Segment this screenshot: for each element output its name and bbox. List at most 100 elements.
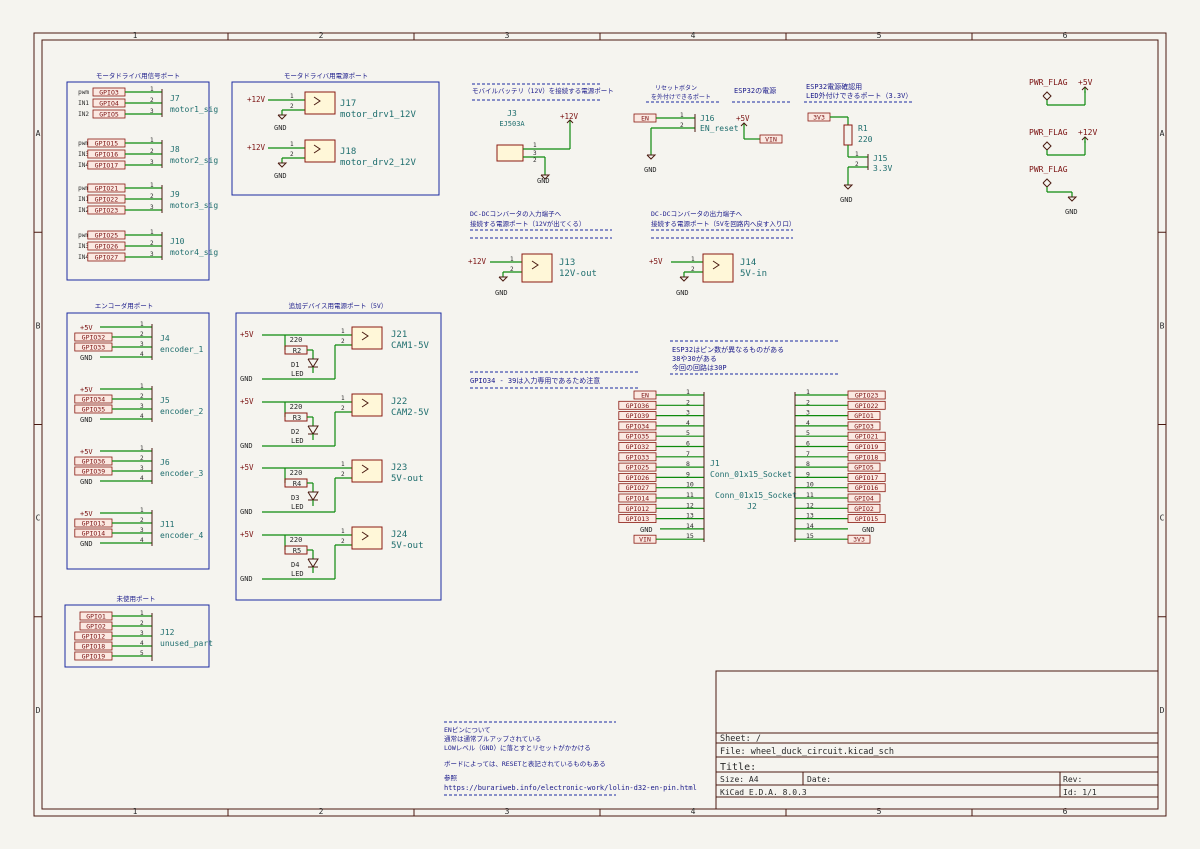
pin-number: 2 xyxy=(140,620,144,627)
group-box-encoder xyxy=(66,312,210,570)
net-label-text: GPIO1 xyxy=(86,613,106,621)
row-letter: A xyxy=(1160,129,1165,138)
motor-sig-value: motor3_sig xyxy=(170,201,218,210)
aux-ref: J24 xyxy=(391,530,407,540)
pin-number: 9 xyxy=(806,470,810,478)
dcdc-in-connector xyxy=(521,253,553,283)
pwr-flag-symbol xyxy=(1042,141,1052,151)
net-label-text: GPIO12 xyxy=(82,633,106,641)
motor-pwr-gnd: GND xyxy=(274,124,287,132)
group-title-motor-sig: モータドライバ用信号ポート xyxy=(96,71,180,80)
unused-net: GPIO18 xyxy=(74,641,113,651)
net-label-text: GPIO3 xyxy=(99,89,119,97)
motor-sig-net: GPIO17 xyxy=(87,160,126,170)
pin-number: 3 xyxy=(140,465,144,472)
resistor-ref: R3 xyxy=(293,414,301,422)
pin-number: 2 xyxy=(686,398,690,406)
motor-sig-pin-name: IN2 xyxy=(78,207,89,214)
dcdc-in-value: 12V-out xyxy=(559,269,597,279)
aux-gnd-net: GND xyxy=(240,575,253,583)
group-box-motor-pwr xyxy=(231,81,440,196)
led-ref: D3 xyxy=(291,494,299,502)
pin-number: 3 xyxy=(150,159,154,166)
pin-number: 8 xyxy=(806,460,810,468)
led-value: LED xyxy=(291,370,304,378)
pin-number: 2 xyxy=(140,331,144,338)
pin-number: 1 xyxy=(150,137,154,144)
battery-gnd: GND xyxy=(537,177,550,185)
resistor-ref: R2 xyxy=(293,347,301,355)
unused-net: GPIO19 xyxy=(74,651,113,661)
aux-ref: J21 xyxy=(391,330,407,340)
pin-number: 2 xyxy=(691,266,695,273)
motor-sig-net: GPIO23 xyxy=(87,205,126,215)
encoder-value: encoder_3 xyxy=(160,469,204,478)
j2-net: GPIO22 xyxy=(847,400,886,410)
pin-number: 2 xyxy=(140,393,144,400)
led-symbol xyxy=(307,558,319,568)
pin-number: 4 xyxy=(140,413,144,420)
row-letter: C xyxy=(1160,514,1165,523)
pin-number: 8 xyxy=(686,460,690,468)
pin-number: 13 xyxy=(806,512,814,520)
led-value: LED xyxy=(291,437,304,445)
net-label-text: GPIO21 xyxy=(95,185,119,193)
pin-number: 2 xyxy=(510,266,514,273)
net-label-text: EN xyxy=(641,115,649,123)
pin-number: 3 xyxy=(150,251,154,258)
net-label-text: GPIO1 xyxy=(854,412,874,420)
net-label-text: GPIO5 xyxy=(854,464,874,472)
pin-number: 1 xyxy=(341,461,345,468)
net-label-text: GPIO25 xyxy=(95,232,119,240)
net-label-text: GPIO13 xyxy=(82,520,106,528)
gnd-symbol xyxy=(646,154,657,160)
motor-sig-pin-name: IN3 xyxy=(78,151,89,158)
col-number: 3 xyxy=(505,31,510,40)
pin-number: 2 xyxy=(806,398,810,406)
esp-note-2: 38や30がある xyxy=(672,354,717,363)
col-number: 4 xyxy=(691,31,696,40)
pin-number: 1 xyxy=(341,395,345,402)
pin-number: 1 xyxy=(691,256,695,263)
pin-number: 4 xyxy=(806,419,810,427)
aux-gnd-net: GND xyxy=(240,508,253,516)
esp-note-3: 今回の回路は30P xyxy=(672,363,727,372)
col-number: 5 xyxy=(877,31,882,40)
pin-number: 1 xyxy=(140,383,144,390)
encoder-pwr-net: +5V xyxy=(80,324,93,332)
encoder-ref: J4 xyxy=(160,334,170,343)
net-label-box xyxy=(847,514,886,523)
pin-number: 13 xyxy=(686,512,694,520)
col-number: 2 xyxy=(319,31,324,40)
pin-number: 10 xyxy=(806,481,814,489)
col-number: 6 xyxy=(1063,807,1068,816)
net-label-text: GPIO14 xyxy=(82,530,106,538)
col-number: 1 xyxy=(133,807,138,816)
aux-connector xyxy=(351,459,383,483)
net-label-text: GPIO2 xyxy=(86,623,106,631)
aux-pwr-net: +5V xyxy=(240,530,254,539)
net-label-text: GPIO26 xyxy=(626,474,650,482)
net-label-text: GPIO16 xyxy=(95,151,119,159)
net-label-box xyxy=(847,503,881,513)
aux-connector xyxy=(351,526,383,550)
motor-sig-net: GPIO27 xyxy=(87,252,126,262)
net-label-text: GPIO36 xyxy=(626,402,650,410)
pin-number: 15 xyxy=(686,532,694,540)
motor-sig-net: GPIO3 xyxy=(92,87,126,97)
net-label-box xyxy=(847,472,886,482)
net-label-box xyxy=(759,134,783,144)
j1-net: GPIO35 xyxy=(618,431,657,441)
j1-net: GPIO14 xyxy=(618,493,657,503)
net-label-box xyxy=(847,421,881,431)
pin-number: 10 xyxy=(686,481,694,489)
net-label-text: GPIO19 xyxy=(82,653,106,661)
esp-vin-net: VIN xyxy=(759,134,783,144)
pwr-flag-label: PWR_FLAG xyxy=(1029,128,1068,137)
resistor-value: 220 xyxy=(290,403,303,411)
pin-number: 5 xyxy=(686,429,690,437)
j2-net: GPIO2 xyxy=(847,503,881,513)
pin-number: 2 xyxy=(150,240,154,247)
aux-gnd-net: GND xyxy=(240,442,253,450)
resistor-ref: R5 xyxy=(293,547,301,555)
